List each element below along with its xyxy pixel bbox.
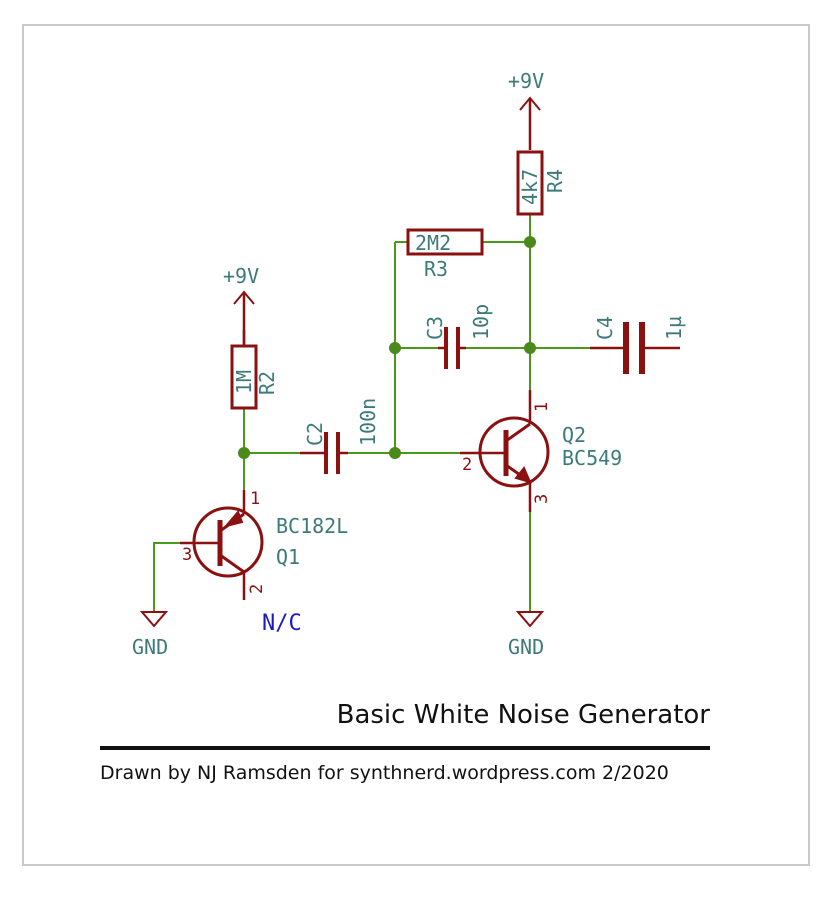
q1-ref: Q1	[276, 545, 300, 569]
junction-dot	[524, 236, 536, 248]
resistor-r4	[516, 150, 544, 216]
c2-ref: C2	[303, 422, 327, 446]
q2-pin-1: 1	[532, 402, 552, 412]
c4-value: 1µ	[662, 316, 686, 340]
r2-ref: R2	[255, 371, 279, 395]
gnd-left-label: GND	[132, 635, 168, 659]
r4-value: 4k7	[518, 169, 542, 205]
vcc-top-symbol	[519, 96, 541, 150]
transistor-q2	[460, 390, 550, 512]
junction-dot	[524, 342, 536, 354]
q2-pin-3: 3	[532, 494, 552, 504]
q2-value: BC549	[562, 446, 622, 470]
sheet-border	[22, 24, 810, 866]
q2-ref: Q2	[562, 423, 586, 447]
r4-ref: R4	[543, 169, 567, 193]
c4-ref: C4	[593, 316, 617, 340]
c3-ref: C3	[423, 316, 447, 340]
resistor-r2	[230, 330, 258, 410]
vcc-top-label: +9V	[508, 69, 544, 93]
junction-dot	[238, 447, 250, 459]
c2-value: 100n	[356, 398, 380, 446]
resistor-r3	[406, 228, 484, 256]
title-block-divider	[100, 746, 710, 750]
no-connect-note: N/C	[262, 611, 302, 636]
q1-pin-1: 1	[250, 489, 260, 509]
capacitor-c4	[590, 322, 680, 374]
capacitor-c3	[438, 327, 466, 369]
r2-value: 1M	[232, 370, 256, 394]
q1-value: BC182L	[276, 514, 348, 538]
gnd-right-symbol	[515, 611, 545, 628]
junction-dot	[389, 342, 401, 354]
q2-pin-2: 2	[462, 455, 472, 475]
r3-ref: R3	[424, 257, 448, 281]
transistor-q1	[180, 490, 264, 600]
gnd-right-label: GND	[508, 635, 544, 659]
title-block-credit: Drawn by NJ Ramsden for synthnerd.wordpr…	[100, 762, 669, 784]
q1-pin-2: 2	[247, 584, 267, 594]
c3-value: 10p	[469, 304, 493, 340]
junctions	[238, 236, 536, 459]
gnd-left-symbol	[139, 611, 169, 628]
title-block-title: Basic White Noise Generator	[336, 700, 710, 730]
vcc-left-label: +9V	[223, 264, 259, 288]
junction-dot	[389, 447, 401, 459]
capacitor-c2	[300, 432, 348, 474]
r3-value: 2M2	[415, 231, 451, 255]
q1-pin-3: 3	[182, 545, 192, 565]
